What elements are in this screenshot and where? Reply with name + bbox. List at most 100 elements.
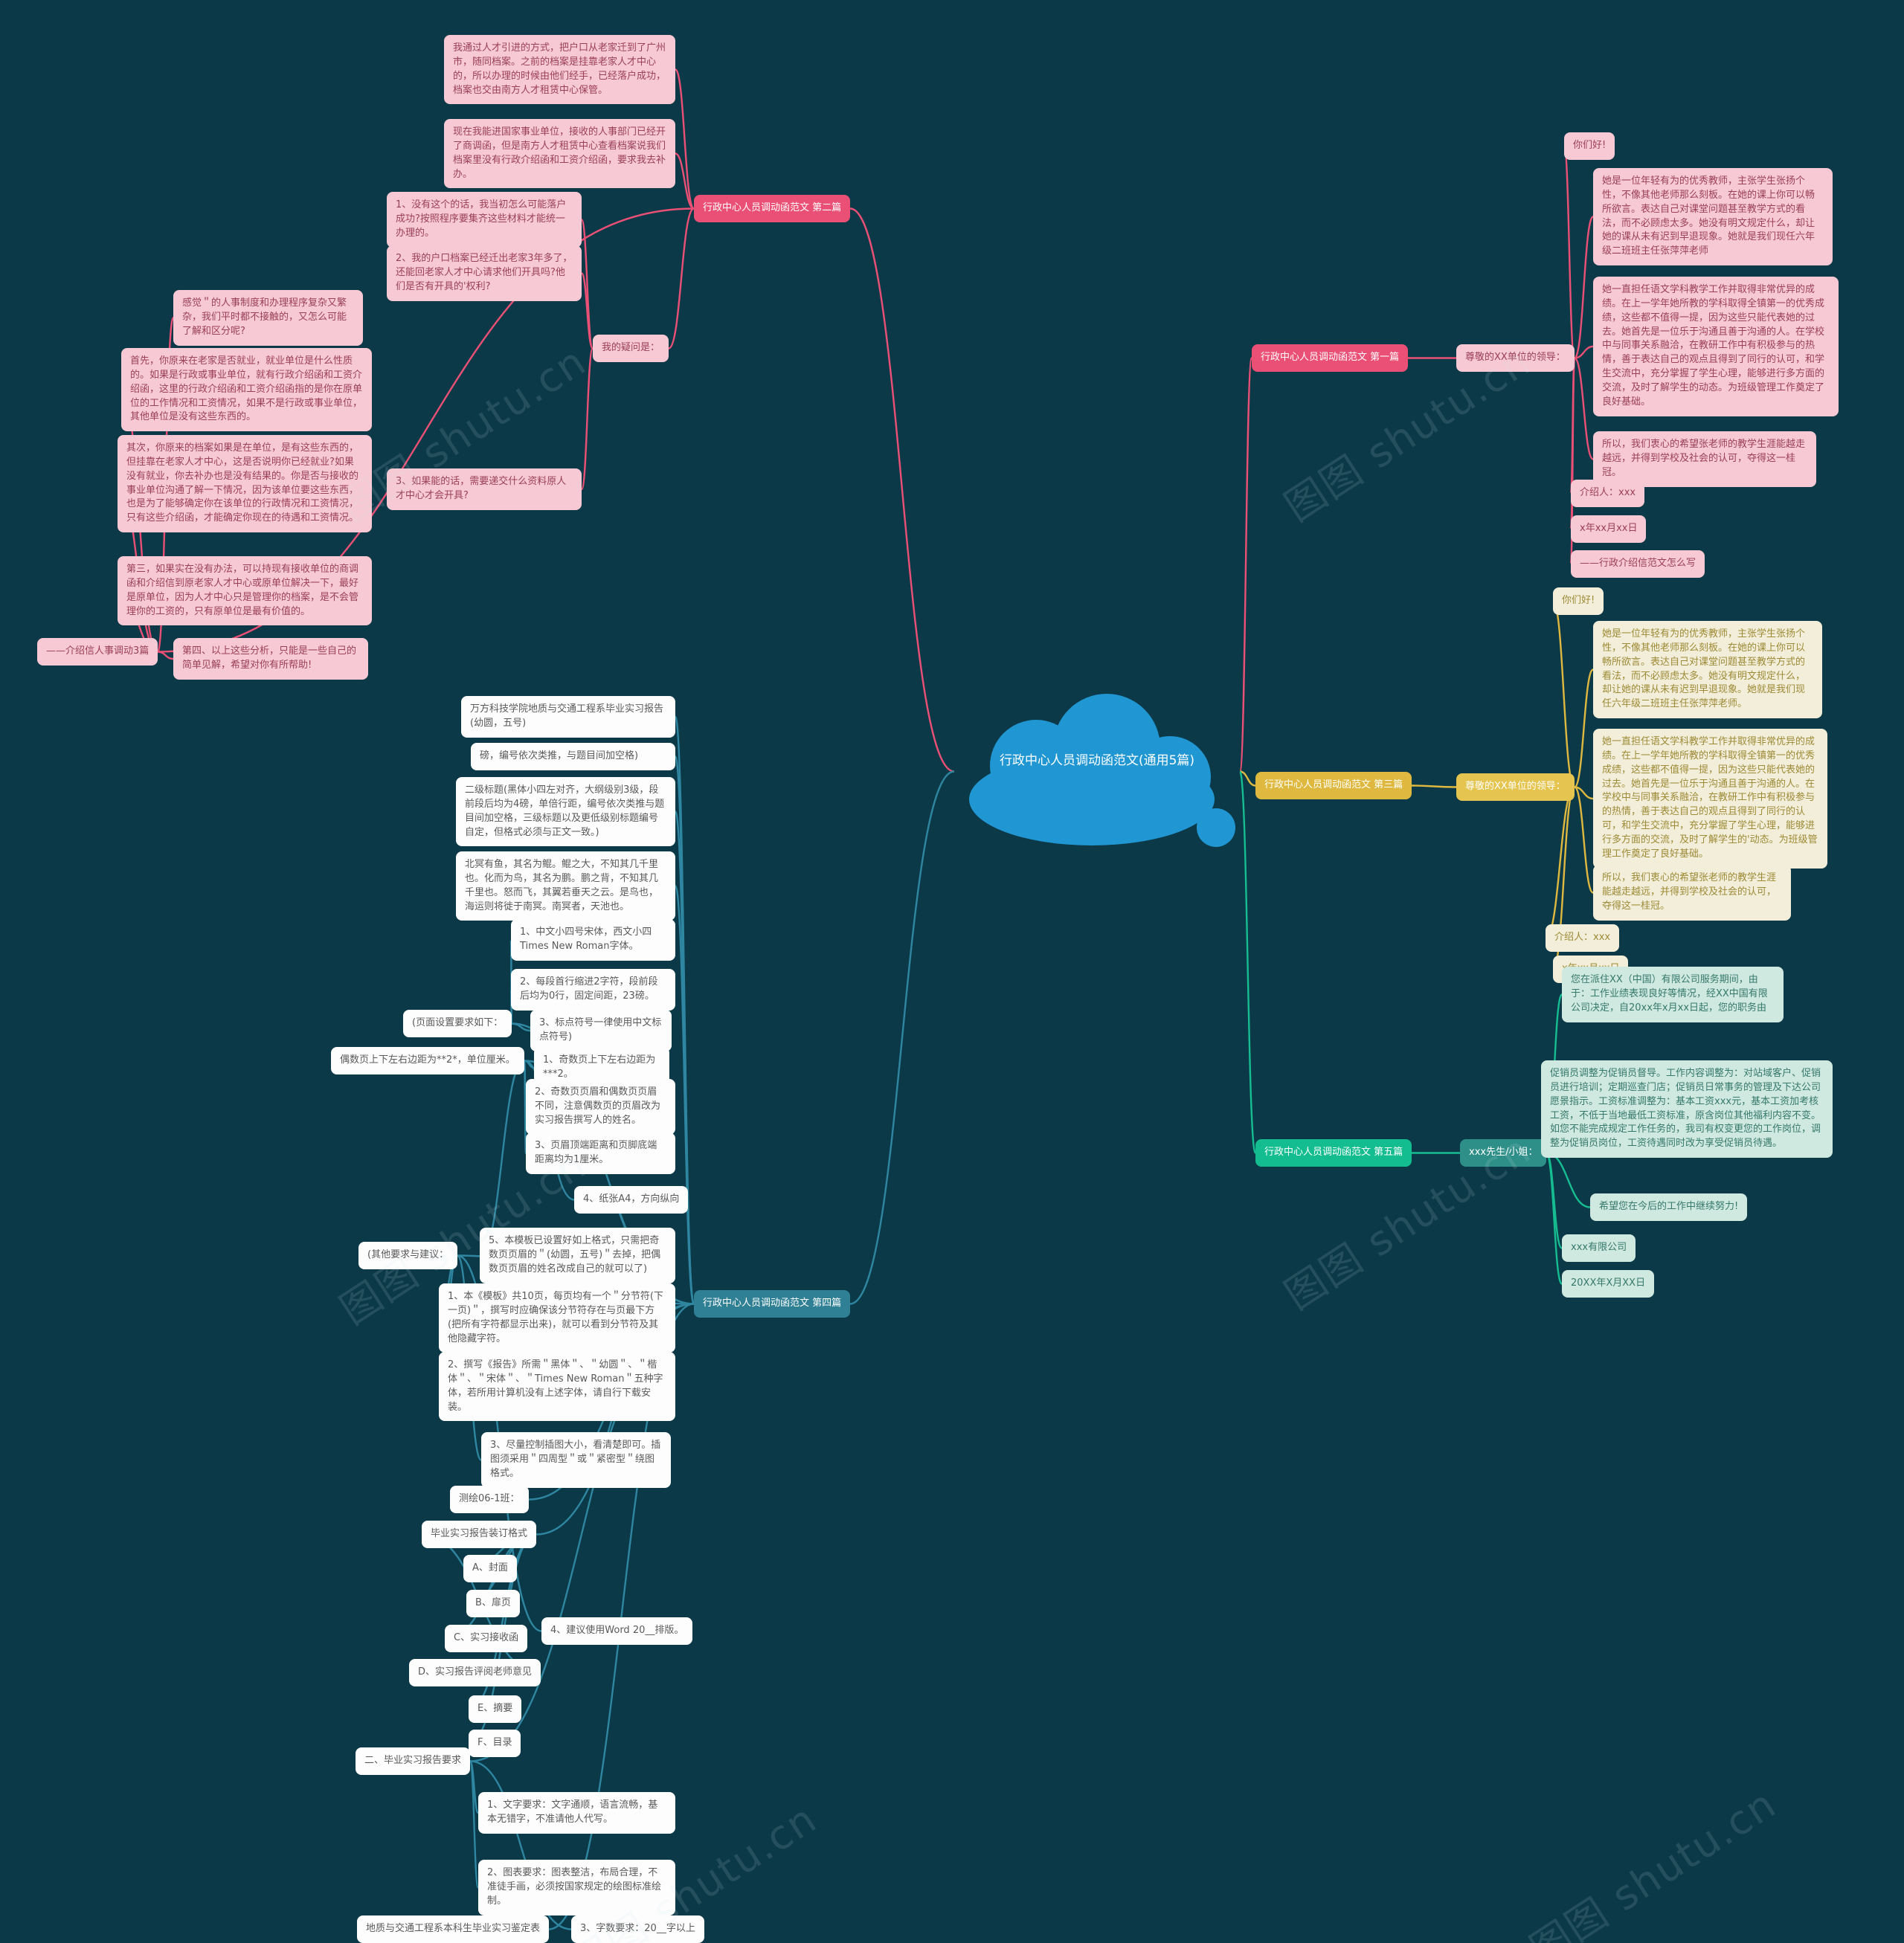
mindmap-node-M32[interactable]: 3、字数要求：20__字以上 bbox=[571, 1915, 704, 1943]
mindmap-node-R17[interactable]: 促销员调整为促销员督导。工作内容调整为：对站域客户、促销员进行培训；定期巡查门店… bbox=[1541, 1060, 1833, 1159]
mindmap-node-M11[interactable]: 2、奇数页页眉和偶数页页眉不同，注意偶数页的页眉改为实习报告撰写人的姓名。 bbox=[526, 1079, 675, 1135]
mindmap-node-L9[interactable]: 其次，你原来的档案如果是在单位，是有这些东西的，但挂靠在老家人才中心，这是否说明… bbox=[118, 435, 372, 533]
mindmap-node-M31[interactable]: 地质与交通工程系本科生毕业实习鉴定表 bbox=[357, 1915, 550, 1943]
mindmap-node-topic5[interactable]: 行政中心人员调动函范文 第五篇 bbox=[1255, 1139, 1412, 1167]
mindmap-node-R21[interactable]: 20XX年X月XX日 bbox=[1562, 1270, 1655, 1298]
edge-R18-R21 bbox=[1545, 1152, 1563, 1285]
mindmap-node-M20[interactable]: 毕业实习报告装订格式 bbox=[422, 1521, 537, 1548]
edge-L5-L6 bbox=[580, 347, 594, 491]
edge-R8-R3 bbox=[1574, 345, 1594, 359]
mindmap-node-R15[interactable]: 尊敬的XX单位的领导： bbox=[1456, 773, 1575, 801]
mindmap-node-R11[interactable]: 她一直担任语文学科教学工作并取得非常优异的成绩。在上一学年她所教的学科取得全镇第… bbox=[1593, 729, 1827, 869]
mindmap-node-topic4[interactable]: 行政中心人员调动函范文 第四篇 bbox=[694, 1290, 851, 1318]
edge-cloud-topic2 bbox=[849, 207, 955, 773]
edge-cloud-topic5 bbox=[1238, 770, 1257, 1154]
cloud-icon bbox=[969, 694, 1235, 847]
edge-R15-R9 bbox=[1551, 600, 1576, 788]
edge-R15-R10 bbox=[1573, 668, 1595, 788]
mindmap-node-M13[interactable]: 4、纸张A4，方向纵向 bbox=[574, 1186, 689, 1214]
mindmap-node-M12[interactable]: 3、页眉顶端距离和页脚底端距离均为1厘米。 bbox=[526, 1132, 675, 1174]
mindmap-node-L3[interactable]: 1、没有这个的话，我当初怎么可能落户成功?按照程序要集齐这些材料才能统一办理的。 bbox=[387, 192, 582, 248]
edge-R15-R11 bbox=[1574, 786, 1594, 800]
edge-topic2-L1 bbox=[674, 68, 695, 210]
edge-topic2-L5 bbox=[668, 207, 695, 349]
mindmap-node-M18[interactable]: 3、尽量控制插图大小，看清楚即可。插图须采用＂四周型＂或＂紧密型＂绕图格式。 bbox=[481, 1432, 671, 1488]
edge-topic3-R15 bbox=[1411, 784, 1457, 788]
mindmap-node-R9[interactable]: 你们好! bbox=[1553, 587, 1604, 615]
mindmap-node-L4[interactable]: 2、我的户口档案已经迁出老家3年多了，还能回老家人才中心请求他们开具吗?他们是否… bbox=[387, 245, 582, 301]
mindmap-node-M15[interactable]: (其他要求与建议： bbox=[358, 1242, 458, 1269]
mindmap-node-M25[interactable]: E、摘要 bbox=[469, 1695, 522, 1723]
mindmap-node-L8[interactable]: 首先，你原来在老家是否就业，就业单位是什么性质的。如果是行政或事业单位，就有行政… bbox=[121, 348, 372, 432]
mindmap-node-L12[interactable]: 第四、以上这些分析，只能是一些自己的简单见解，希望对你有所帮助! bbox=[173, 638, 368, 680]
mindmap-node-M24[interactable]: D、实习报告评阅老师意见 bbox=[409, 1659, 541, 1686]
edge-L5-L4 bbox=[580, 272, 594, 349]
edge-R8-R2 bbox=[1573, 216, 1595, 359]
mindmap-node-L6[interactable]: 3、如果能的话，需要递交什么资料原人才中心才会开具? bbox=[387, 468, 582, 510]
mindmap-node-R13[interactable]: 介绍人：xxx bbox=[1546, 924, 1620, 952]
mindmap-node-R19[interactable]: 希望您在今后的工作中继续努力! bbox=[1590, 1193, 1748, 1221]
central-topic[interactable]: 行政中心人员调动函范文(通用5篇) bbox=[954, 688, 1240, 855]
mindmap-node-R5[interactable]: 介绍人：xxx bbox=[1571, 480, 1645, 507]
mindmap-node-M29[interactable]: 1、文字要求：文字通顺，语言流畅，基本无错字，不准请他人代写。 bbox=[478, 1792, 675, 1834]
mindmap-node-M26[interactable]: F、目录 bbox=[469, 1730, 521, 1757]
edge-M9-M12 bbox=[523, 1060, 527, 1155]
mindmap-node-M14[interactable]: 5、本模板已设置好如上格式，只需把奇数页页眉的＂(幼圆，五号)＂去掉，把偶数页页… bbox=[480, 1228, 675, 1283]
edge-R8-R4 bbox=[1573, 357, 1595, 460]
mindmap-node-L11[interactable]: ——介绍信人事调动3篇 bbox=[37, 638, 158, 666]
mindmap-node-L2[interactable]: 现在我能进国家事业单位，接收的人事部门已经开了商调函，但是南方人才租赁中心查看档… bbox=[444, 119, 675, 189]
mindmap-node-R1[interactable]: 你们好! bbox=[1564, 132, 1615, 160]
mindmap-node-L7[interactable]: 感觉＂的人事制度和办理程序复杂又繁杂，我们平时都不接触的，又怎么可能了解和区分呢… bbox=[173, 290, 363, 346]
mindmap-node-R4[interactable]: 所以，我们衷心的希望张老师的教学生涯能越走越远，并得到学校及社会的认可，夺得这一… bbox=[1593, 431, 1816, 487]
edge-M7-M8 bbox=[511, 1022, 531, 1032]
edge-topic2-L2 bbox=[675, 152, 695, 210]
mindmap-node-M27[interactable]: 二、毕业实习报告要求 bbox=[356, 1747, 471, 1775]
mindmap-node-M5[interactable]: 1、中文小四号宋体，西文小四Times New Roman字体。 bbox=[511, 919, 675, 961]
mindmap-node-L5[interactable]: 我的疑问是： bbox=[593, 335, 669, 362]
mindmap-node-M22[interactable]: B、扉页 bbox=[466, 1590, 520, 1617]
mindmap-node-M16[interactable]: 1、本《模板》共10页，每页均有一个＂分节符(下一页)＂，撰写时应确保该分节符存… bbox=[439, 1283, 675, 1353]
edge-R15-R13 bbox=[1545, 786, 1575, 939]
edge-cloud-topic1 bbox=[1238, 357, 1253, 773]
mindmap-node-M17[interactable]: 2、撰写《报告》所需＂黑体＂、＂幼圆＂、＂楷体＂、＂宋体＂、＂Times New… bbox=[439, 1352, 675, 1422]
mindmap-node-M4[interactable]: 北冥有鱼，其名为鲲。鲲之大，不知其几千里也。化而为鸟，其名为鹏。鹏之背，不知其几… bbox=[456, 851, 675, 921]
mindmap-node-M3[interactable]: 二级标题(黑体小四左对齐，大纲级别3级，段前段后均为4磅，单倍行距，编号依次类推… bbox=[456, 777, 675, 847]
mindmap-node-M1[interactable]: 万方科技学院地质与交通工程系毕业实习报告(幼圆，五号) bbox=[461, 696, 675, 738]
mindmap-node-M21[interactable]: A、封面 bbox=[463, 1555, 517, 1582]
edge-topic4-M4 bbox=[674, 885, 695, 1305]
mindmap-node-R10[interactable]: 她是一位年轻有为的优秀教师，主张学生张扬个性，不像其他老师那么刻板。在她的课上你… bbox=[1593, 621, 1822, 719]
edge-M27-M32 bbox=[469, 1760, 572, 1930]
edge-cloud-topic3 bbox=[1239, 770, 1256, 787]
mindmap-node-M19[interactable]: 测绘06-1班： bbox=[450, 1486, 529, 1513]
mindmap-node-M30[interactable]: 2、图表要求：图表整洁，布局合理，不准徒手画，必须按国家规定的绘图标准绘制。 bbox=[478, 1860, 675, 1915]
mindmap-node-M9[interactable]: 偶数页上下左右边距为**2*，单位厘米。 bbox=[331, 1047, 524, 1074]
mindmap-node-M23[interactable]: C、实习接收函 bbox=[445, 1625, 528, 1652]
mindmap-node-M8[interactable]: 3、标点符号一律使用中文标点符号) bbox=[530, 1010, 672, 1051]
edge-M27-M30 bbox=[469, 1760, 480, 1889]
edge-M9-M14 bbox=[479, 1060, 525, 1257]
mindmap-node-R12[interactable]: 所以，我们衷心的希望张老师的教学生涯能越走越远，并得到学校及社会的认可，夺得这一… bbox=[1593, 865, 1791, 921]
edge-R15-R12 bbox=[1573, 786, 1595, 894]
mindmap-node-R20[interactable]: xxx有限公司 bbox=[1562, 1234, 1636, 1262]
mindmap-node-topic2[interactable]: 行政中心人员调动函范文 第二篇 bbox=[694, 195, 851, 222]
edge-cloud-topic4 bbox=[849, 770, 955, 1305]
mindmap-node-topic1[interactable]: 行政中心人员调动函范文 第一篇 bbox=[1252, 344, 1409, 372]
central-topic-label: 行政中心人员调动函范文(通用5篇) bbox=[999, 753, 1195, 768]
mindmap-node-R18[interactable]: xxx先生/小姐： bbox=[1460, 1139, 1547, 1167]
mindmap-node-R3[interactable]: 她一直担任语文学科教学工作并取得非常优异的成绩。在上一学年她所教的学科取得全镇第… bbox=[1593, 277, 1839, 416]
mindmap-node-topic3[interactable]: 行政中心人员调动函范文 第三篇 bbox=[1255, 772, 1412, 799]
mindmap-node-M6[interactable]: 2、每段首行缩进2字符，段前段后均为0行，固定间距，23磅。 bbox=[511, 969, 675, 1011]
edge-R18-R20 bbox=[1545, 1152, 1563, 1249]
mindmap-node-R7[interactable]: ——行政介绍信范文怎么写 bbox=[1571, 550, 1705, 578]
mindmap-node-R2[interactable]: 她是一位年轻有为的优秀教师，主张学生张扬个性，不像其他老师那么刻板。在她的课上你… bbox=[1593, 168, 1833, 266]
mindmap-node-R6[interactable]: x年xx月xx日 bbox=[1571, 515, 1647, 543]
mindmap-node-L1[interactable]: 我通过人才引进的方式，把户口从老家迁到了广州市，随同档案。之前的档案是挂靠老家人… bbox=[444, 35, 675, 105]
mindmap-node-M28[interactable]: 4、建议使用Word 20__排版。 bbox=[541, 1617, 693, 1645]
mindmap-node-M2[interactable]: 磅，编号依次类推，与题目间加空格) bbox=[471, 743, 675, 770]
mindmap-node-L10[interactable]: 第三，如果实在没有办法，可以持现有接收单位的商调函和介绍信到原老家人才中心或原单… bbox=[118, 556, 372, 626]
mindmap-node-R8[interactable]: 尊敬的XX单位的领导： bbox=[1456, 344, 1575, 372]
mindmap-node-R16[interactable]: 您在派住XX（中国）有限公司服务期间，由于：工作业绩表现良好等情况，经XX中国有… bbox=[1562, 967, 1784, 1022]
mindmap-node-M7[interactable]: (页面设置要求如下： bbox=[403, 1010, 512, 1037]
edge-R8-R1 bbox=[1563, 145, 1576, 359]
